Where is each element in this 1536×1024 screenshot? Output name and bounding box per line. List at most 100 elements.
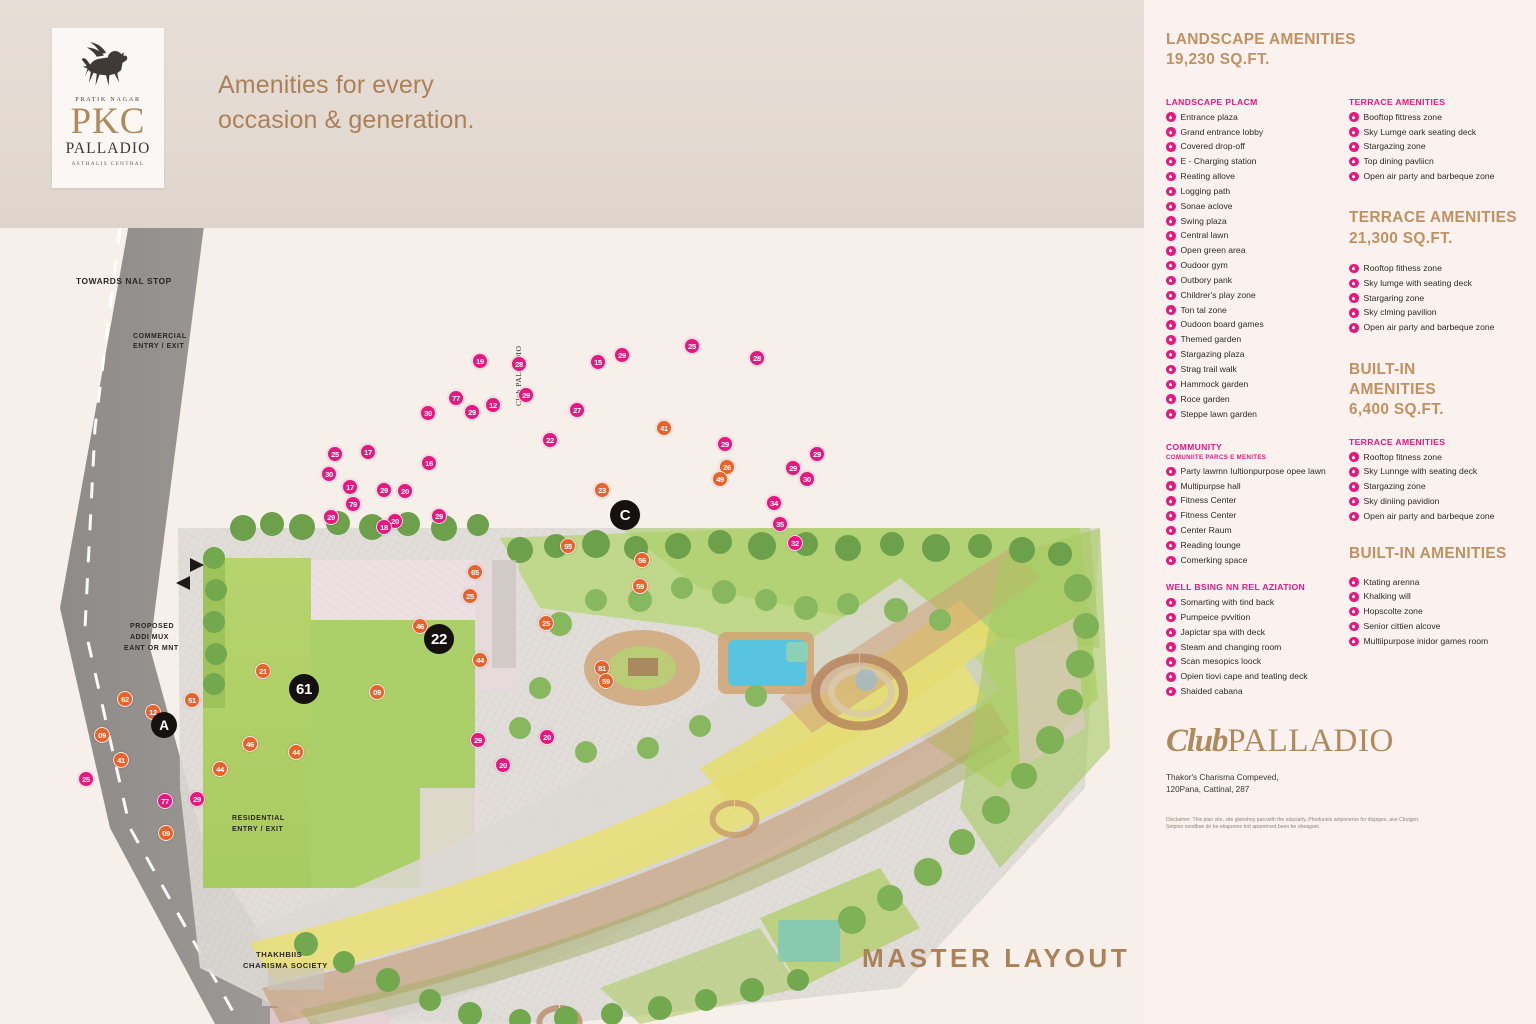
amenity-item[interactable]: Hammock garden [1166,379,1337,390]
map-pin[interactable]: 29 [717,436,733,452]
amenity-item[interactable]: Steam and changing room [1166,642,1337,653]
map-pin[interactable]: 29 [323,509,339,525]
map-pin[interactable]: 32 [787,535,803,551]
amenity-item[interactable]: Stargazing plaza [1166,349,1337,360]
map-pin[interactable]: 35 [772,516,788,532]
amenity-item[interactable]: Covered drop-off [1166,141,1337,152]
map-pin[interactable]: 25 [327,446,343,462]
amenity-item[interactable]: Khalking will [1349,591,1520,602]
building-marker[interactable]: C [610,500,640,530]
amenity-item[interactable]: Party lawmn Iultionpurpose opee lawn [1166,466,1337,477]
amenity-item[interactable]: Shaided cabana [1166,686,1337,697]
map-pin[interactable]: 09 [94,727,110,743]
map-pin[interactable]: 20 [539,729,555,745]
map-pin[interactable]: 77 [448,390,464,406]
amenity-item[interactable]: Sky clming pavilion [1349,307,1520,318]
amenity-item[interactable]: Opien tiovi cape and teating deck [1166,671,1337,682]
amenity-item[interactable]: Sky Lunnge with seating deck [1349,466,1520,477]
map-pin[interactable]: 09 [369,684,385,700]
amenity-item[interactable]: Entrance plaza [1166,112,1337,123]
amenity-item[interactable]: Oudoor gym [1166,260,1337,271]
map-pin[interactable]: 09 [158,825,174,841]
amenity-item[interactable]: Central lawn [1166,230,1337,241]
map-pin[interactable]: 20 [397,483,413,499]
amenity-item[interactable]: Open air party and barbeque zone [1349,511,1520,522]
map-pin[interactable]: 25 [78,771,94,787]
amenity-item[interactable]: Reating allove [1166,171,1337,182]
map-pin[interactable]: 29 [431,508,447,524]
map-pin[interactable]: 16 [421,455,437,471]
map-pin[interactable]: 29 [518,387,534,403]
map-pin[interactable]: 41 [113,752,129,768]
amenity-item[interactable]: Stargazing zone [1349,481,1520,492]
map-pin[interactable]: 25 [538,615,554,631]
amenity-item[interactable]: E - Charging station [1166,156,1337,167]
amenity-item[interactable]: Fitness Center [1166,495,1337,506]
map-pin[interactable]: 79 [345,496,361,512]
map-pin[interactable]: 17 [360,444,376,460]
map-pin[interactable]: 46 [242,736,258,752]
amenity-item[interactable]: Rooftop fitness zone [1349,452,1520,463]
map-pin[interactable]: 23 [594,482,610,498]
amenity-item[interactable]: Steppe lawn garden [1166,409,1337,420]
amenity-item[interactable]: Scan mesopics loock [1166,656,1337,667]
map-pin[interactable]: 30 [420,405,436,421]
map-pin[interactable]: 30 [799,471,815,487]
building-marker[interactable]: 61 [289,674,319,704]
map-pin[interactable]: 46 [412,618,428,634]
map-pin[interactable]: 18 [376,519,392,535]
building-marker[interactable]: 22 [424,624,454,654]
amenity-item[interactable]: Logging path [1166,186,1337,197]
amenity-item[interactable]: Swing plaza [1166,216,1337,227]
amenity-item[interactable]: Multiipurpose inidor games room [1349,636,1520,647]
map-pin[interactable]: 51 [184,692,200,708]
building-marker[interactable]: A [151,712,177,738]
map-pin[interactable]: 59 [632,578,648,594]
amenity-item[interactable]: Sky diniing pavidion [1349,496,1520,507]
amenity-item[interactable]: Themed garden [1166,334,1337,345]
map-pin[interactable]: 20 [495,757,511,773]
amenity-item[interactable]: Oudoon board games [1166,319,1337,330]
amenity-item[interactable]: Multipurpse hall [1166,481,1337,492]
amenity-item[interactable]: Booftop fittress zone [1349,112,1520,123]
map-pin[interactable]: 29 [464,404,480,420]
amenity-item[interactable]: Comerking space [1166,555,1337,566]
amenity-item[interactable]: Stargazing zone [1349,141,1520,152]
amenity-item[interactable]: Pumpeice pvvition [1166,612,1337,623]
map-pin[interactable]: 44 [472,652,488,668]
map-pin[interactable]: 29 [614,347,630,363]
map-pin[interactable]: 21 [255,663,271,679]
map-pin[interactable]: 25 [684,338,700,354]
map-pin[interactable]: 34 [766,495,782,511]
site-map[interactable]: TOWARDS NAL STOP COMMERCIAL ENTRY / EXIT… [0,228,1144,1024]
map-pin[interactable]: 29 [785,460,801,476]
map-pin[interactable]: 29 [376,482,392,498]
amenity-item[interactable]: Sky Lumge oark seating deck [1349,127,1520,138]
amenity-item[interactable]: Roce garden [1166,394,1337,405]
map-pin[interactable]: 29 [809,446,825,462]
map-pin[interactable]: 27 [569,402,585,418]
map-pin[interactable]: 30 [321,466,337,482]
map-pin[interactable]: 17 [342,479,358,495]
amenity-item[interactable]: Outbory pank [1166,275,1337,286]
amenity-item[interactable]: Ktating arenna [1349,577,1520,588]
map-pin[interactable]: 29 [470,732,486,748]
amenity-item[interactable]: Grand entrance lobby [1166,127,1337,138]
amenity-item[interactable]: Hopscolte zone [1349,606,1520,617]
map-pin[interactable]: 77 [157,793,173,809]
amenity-item[interactable]: Japictar spa with deck [1166,627,1337,638]
map-pin[interactable]: 22 [542,432,558,448]
amenity-item[interactable]: Open air party and barbeque zone [1349,171,1520,182]
map-pin[interactable]: 65 [467,564,483,580]
amenity-item[interactable]: Sonae aclove [1166,201,1337,212]
map-pin[interactable]: 44 [288,744,304,760]
map-pin[interactable]: 44 [212,761,228,777]
map-pin[interactable]: 28 [749,350,765,366]
amenity-item[interactable]: Open green area [1166,245,1337,256]
amenity-item[interactable]: Rooftop fithess zone [1349,263,1520,274]
map-pin[interactable]: 15 [590,354,606,370]
amenity-item[interactable]: Top dining pavliicn [1349,156,1520,167]
amenity-item[interactable]: Center Raum [1166,525,1337,536]
map-pin[interactable]: 59 [598,673,614,689]
amenity-item[interactable]: Reading lounge [1166,540,1337,551]
